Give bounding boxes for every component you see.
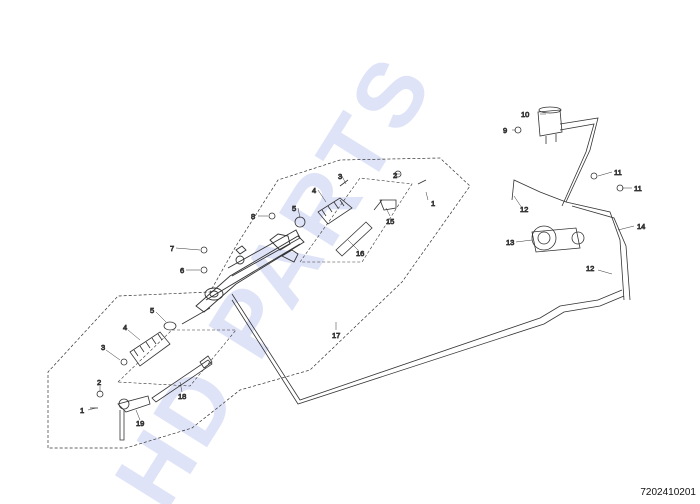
callout: 5 xyxy=(292,204,296,213)
bolt-7 xyxy=(200,246,208,254)
callout: 16 xyxy=(356,249,364,258)
callout: 10 xyxy=(521,110,529,119)
return-hose xyxy=(511,117,599,203)
left-rack-end xyxy=(181,307,211,325)
callout: 11 xyxy=(614,168,622,177)
callout: 19 xyxy=(136,419,144,428)
callout: 11 xyxy=(634,184,642,193)
right-boot xyxy=(317,197,353,225)
right-tie-rod-end xyxy=(373,199,397,211)
callout: 9 xyxy=(503,126,507,135)
left-tie-rod xyxy=(151,355,213,403)
callout: 2 xyxy=(97,378,101,387)
callout: 1 xyxy=(431,199,435,208)
callout: 13 xyxy=(506,238,514,247)
bolt-8 xyxy=(268,212,276,220)
left-tie-rod-end xyxy=(117,395,151,441)
left-clamp xyxy=(163,321,177,331)
right-tie-rod xyxy=(335,221,373,257)
group-boundary-17 xyxy=(47,157,471,449)
sub-boundary-18 xyxy=(117,329,237,387)
left-small-clamp xyxy=(120,358,128,366)
callout: 3 xyxy=(101,343,105,352)
sub-boundary-16 xyxy=(299,177,413,263)
right-clamp xyxy=(294,216,306,228)
callout: 6 xyxy=(180,266,184,275)
callout: 5 xyxy=(150,306,154,315)
callout: 17 xyxy=(332,331,340,340)
reservoir xyxy=(537,106,563,144)
callout: 4 xyxy=(312,186,316,195)
callout: 12 xyxy=(586,264,594,273)
callout: 7 xyxy=(170,244,174,253)
callout-labels: 1 2 3 4 5 6 7 8 9 10 11 12 13 14 15 16 1… xyxy=(80,110,646,429)
callout: 14 xyxy=(637,222,645,231)
clip-11a xyxy=(590,172,598,180)
right-cotter-pin xyxy=(417,179,427,185)
right-nut xyxy=(394,170,402,178)
steering-rack xyxy=(195,229,305,313)
callout: 2 xyxy=(393,171,397,180)
left-boot xyxy=(129,331,171,367)
washer-6 xyxy=(200,266,208,274)
callout: 3 xyxy=(338,172,342,181)
leader-lines xyxy=(87,113,635,421)
power-steering-pump xyxy=(531,225,585,253)
callout: 12 xyxy=(520,205,528,214)
callout: 8 xyxy=(251,212,255,221)
callout: 15 xyxy=(386,217,394,226)
pressure-line xyxy=(231,289,623,401)
document-number: 7202410201 xyxy=(640,487,696,498)
right-small-clamp xyxy=(339,179,349,187)
callout: 1 xyxy=(80,406,84,415)
callout: 18 xyxy=(178,392,186,401)
callout: 4 xyxy=(123,323,127,332)
